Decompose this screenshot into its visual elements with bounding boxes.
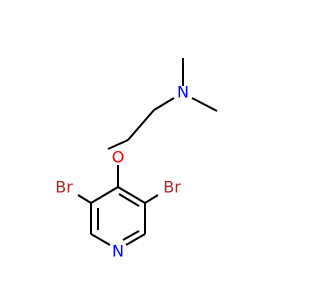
molecule-structure: N O Br Br N <box>55 58 218 261</box>
bond-n-ch2 <box>153 97 175 111</box>
bond-n-methyl-right <box>191 97 218 112</box>
atom-n-amine: N <box>177 83 189 102</box>
bond-ch2-o <box>107 139 129 150</box>
atom-br-right: Br <box>163 178 181 197</box>
atom-labels: N O Br Br N <box>55 83 189 261</box>
atom-br-left: Br <box>55 178 73 197</box>
bond-c4-c3 <box>90 186 119 204</box>
bonds <box>77 58 218 246</box>
bond-c6-n1-outer <box>125 233 146 246</box>
bond-c5-br <box>144 194 159 204</box>
atom-o-ether: O <box>112 148 125 167</box>
bond-c4-c5-outer <box>117 186 146 204</box>
bond-c6-n1-inner <box>122 230 140 241</box>
bond-c3-br <box>77 194 92 204</box>
bond-ch2-ch2 <box>127 109 155 141</box>
atom-n-pyridine: N <box>112 242 124 261</box>
bond-c4-c5-inner <box>118 193 140 207</box>
bond-c2-n1 <box>90 233 111 246</box>
